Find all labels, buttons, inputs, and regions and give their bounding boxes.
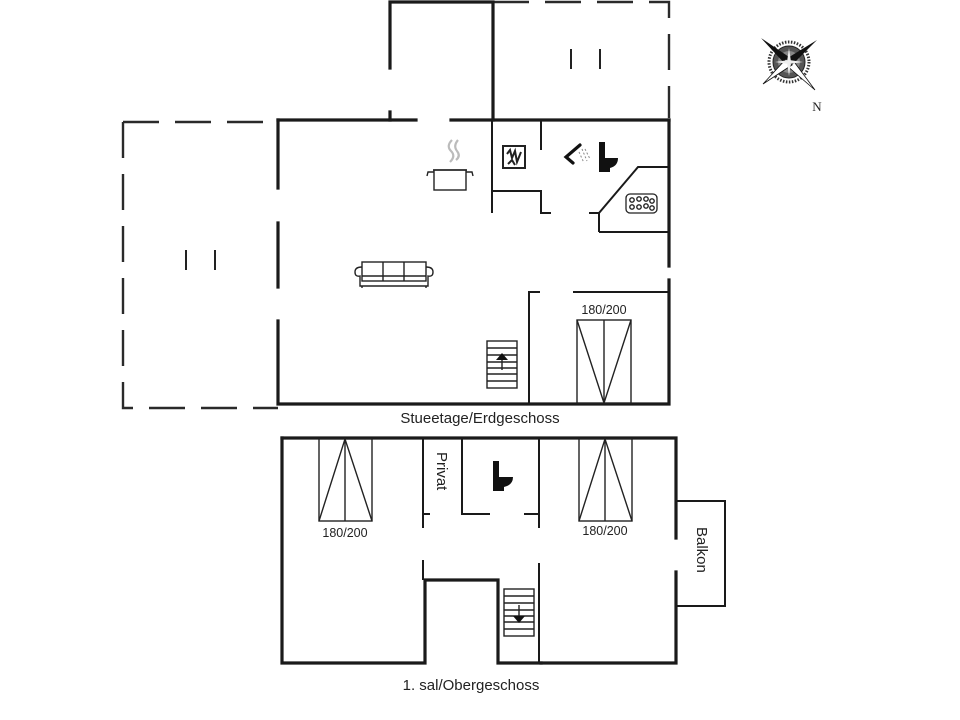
upper-interior-walls	[422, 438, 540, 663]
private-label: Privat	[433, 452, 450, 491]
stairs-up-icon	[486, 340, 518, 389]
toilet-icon-upper	[493, 461, 513, 491]
balcony	[676, 500, 726, 607]
bed-size-label-upper-left: 180/200	[322, 526, 367, 540]
upper-floor-label: 1. sal/Obergeschoss	[403, 677, 540, 694]
compass-rose-icon	[761, 38, 817, 91]
ground-outer-walls	[276, 0, 671, 406]
ground-interior-walls	[491, 120, 669, 404]
bed-size-label-upper-right: 180/200	[582, 524, 627, 538]
upper-floor: 180/200 180/200 Privat Balkon 1.	[280, 436, 726, 694]
balcony-label: Balkon	[693, 527, 710, 573]
whirlpool-bath-icon	[625, 193, 658, 214]
double-bed-upper-right	[578, 436, 633, 522]
ground-floor: 180/200 Stueetage/Erdgeschoss	[121, 0, 671, 427]
washing-machine-icon	[502, 145, 526, 169]
upper-outer-walls	[280, 436, 678, 665]
shower-icon	[563, 143, 591, 165]
sofa-icon	[354, 261, 434, 288]
ground-floor-label: Stueetage/Erdgeschoss	[400, 410, 559, 427]
toilet-icon	[599, 142, 618, 172]
stairs-down-icon	[503, 588, 535, 637]
double-bed-ground	[576, 319, 632, 406]
bed-size-label-ground: 180/200	[581, 303, 626, 317]
double-bed-upper-left	[318, 436, 373, 522]
terrace-north	[493, 0, 671, 118]
cooking-pot-icon	[426, 139, 474, 191]
north-label: N	[812, 99, 822, 114]
terrace-west	[121, 120, 278, 410]
